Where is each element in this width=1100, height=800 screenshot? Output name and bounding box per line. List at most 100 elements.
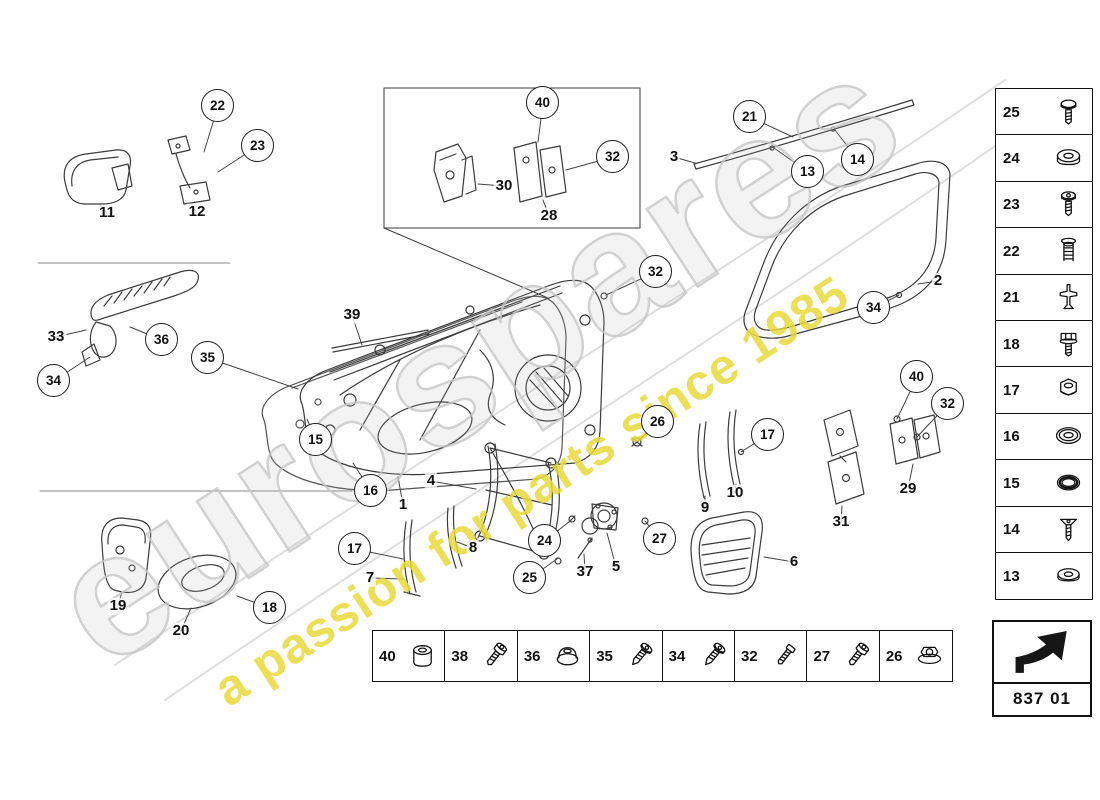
row-part-38[interactable]: 38 xyxy=(444,630,519,682)
row-part-32[interactable]: 32 xyxy=(734,630,809,682)
part-label-4[interactable]: 4 xyxy=(424,471,438,490)
hex-bolt-icon xyxy=(1059,332,1078,357)
callout-40[interactable]: 40 xyxy=(526,86,559,119)
watermark-swoosh xyxy=(114,79,1036,701)
callout-14[interactable]: 14 xyxy=(841,143,874,176)
callout-17[interactable]: 17 xyxy=(338,532,371,565)
callout-16[interactable]: 16 xyxy=(354,474,387,507)
tapping-screw-icon xyxy=(632,642,653,665)
part-label-28[interactable]: 28 xyxy=(538,206,560,225)
part-label-2[interactable]: 2 xyxy=(931,271,945,290)
part-number-label: 25 xyxy=(1003,103,1020,121)
sidebar-part-22[interactable]: 22 xyxy=(995,227,1093,276)
part-label-30[interactable]: 30 xyxy=(493,176,515,195)
part-label-9[interactable]: 9 xyxy=(698,498,712,517)
callout-22[interactable]: 22 xyxy=(201,89,234,122)
part-label-29[interactable]: 29 xyxy=(897,479,919,498)
part-label-1[interactable]: 1 xyxy=(396,495,410,514)
part-label-19[interactable]: 19 xyxy=(107,596,129,615)
seal-ring-icon xyxy=(1056,474,1081,491)
callout-26[interactable]: 26 xyxy=(641,405,674,438)
part-label-7[interactable]: 7 xyxy=(363,568,377,587)
part-number-label: 40 xyxy=(379,647,396,665)
grommet-icon xyxy=(556,646,579,665)
armrest-handle xyxy=(81,269,199,367)
sidebar-part-15[interactable]: 15 xyxy=(995,459,1093,508)
part-number-label: 21 xyxy=(1003,289,1020,307)
socket-bolt-icon xyxy=(487,642,508,665)
row-part-26[interactable]: 26 xyxy=(878,630,953,682)
callout-13[interactable]: 13 xyxy=(791,155,824,188)
lower-hinge xyxy=(513,141,567,203)
part-number-label: 27 xyxy=(813,647,831,665)
callout-17[interactable]: 17 xyxy=(751,418,784,451)
part-number-label: 23 xyxy=(1003,196,1020,214)
row-part-35[interactable]: 35 xyxy=(589,630,664,682)
window-guide-rails-front xyxy=(403,505,463,597)
part-label-6[interactable]: 6 xyxy=(787,552,801,571)
callout-32[interactable]: 32 xyxy=(931,387,964,420)
part-number-label: 15 xyxy=(1003,474,1020,492)
door-check-strap xyxy=(167,135,211,205)
part-label-12[interactable]: 12 xyxy=(186,202,208,221)
washer-icon xyxy=(1056,149,1081,166)
part-number-label: 35 xyxy=(596,647,613,665)
callout-21[interactable]: 21 xyxy=(733,100,766,133)
diagram-code-box[interactable]: 837 01 xyxy=(992,620,1092,717)
part-label-33[interactable]: 33 xyxy=(45,327,67,346)
oval-washer-icon xyxy=(1055,427,1082,445)
sidebar-part-21[interactable]: 21 xyxy=(995,273,1093,322)
row-part-27[interactable]: 27 xyxy=(806,630,881,682)
callout-32[interactable]: 32 xyxy=(596,140,629,173)
callout-15[interactable]: 15 xyxy=(299,423,332,456)
callout-34[interactable]: 34 xyxy=(37,364,70,397)
part-label-3[interactable]: 3 xyxy=(667,147,681,166)
part-number-label: 36 xyxy=(523,647,541,665)
bushing-icon xyxy=(413,644,432,667)
sidebar-part-24[interactable]: 24 xyxy=(995,134,1093,183)
part-label-20[interactable]: 20 xyxy=(170,621,192,640)
speaker-cover xyxy=(690,511,763,595)
window-slot-strip xyxy=(693,99,915,170)
part-label-39[interactable]: 39 xyxy=(341,305,363,324)
callout-36[interactable]: 36 xyxy=(145,323,178,356)
door-pocket-cover xyxy=(101,517,152,594)
callout-32[interactable]: 32 xyxy=(639,255,672,288)
callout-23[interactable]: 23 xyxy=(241,129,274,162)
part-label-8[interactable]: 8 xyxy=(466,538,480,557)
part-number-label: 16 xyxy=(1003,428,1020,446)
socket-bolt-icon xyxy=(849,642,870,665)
callout-25[interactable]: 25 xyxy=(513,561,546,594)
upper-hinge xyxy=(433,143,477,203)
direction-arrow-icon xyxy=(994,622,1090,682)
row-part-36[interactable]: 36 xyxy=(516,630,591,682)
part-number-label: 26 xyxy=(885,647,903,665)
sidebar-part-13[interactable]: 13 xyxy=(995,552,1093,601)
row-part-34[interactable]: 34 xyxy=(661,630,736,682)
part-label-31[interactable]: 31 xyxy=(830,512,852,531)
callout-35[interactable]: 35 xyxy=(191,341,224,374)
callout-40[interactable]: 40 xyxy=(900,360,933,393)
part-label-5[interactable]: 5 xyxy=(609,557,623,576)
callout-24[interactable]: 24 xyxy=(528,524,561,557)
handle-bowl xyxy=(157,554,237,610)
torx-screw-icon xyxy=(1060,191,1077,217)
callout-27[interactable]: 27 xyxy=(643,522,676,555)
callout-18[interactable]: 18 xyxy=(253,591,286,624)
diagram-code: 837 01 xyxy=(994,682,1090,715)
sidebar-part-16[interactable]: 16 xyxy=(995,412,1093,461)
pan-head-screw-icon xyxy=(1060,98,1077,125)
part-label-11[interactable]: 11 xyxy=(97,203,117,222)
sidebar-part-18[interactable]: 18 xyxy=(995,320,1093,369)
countersunk-screw-icon xyxy=(1060,518,1077,542)
callout-34[interactable]: 34 xyxy=(857,291,890,324)
part-label-10[interactable]: 10 xyxy=(724,483,746,502)
part-number-label: 24 xyxy=(1003,149,1020,167)
section-reference-lines xyxy=(37,262,353,492)
window-motor xyxy=(581,502,619,535)
tapping-screw-icon xyxy=(704,642,726,665)
part-label-37[interactable]: 37 xyxy=(574,562,596,581)
part-number-label: 14 xyxy=(1003,521,1020,539)
